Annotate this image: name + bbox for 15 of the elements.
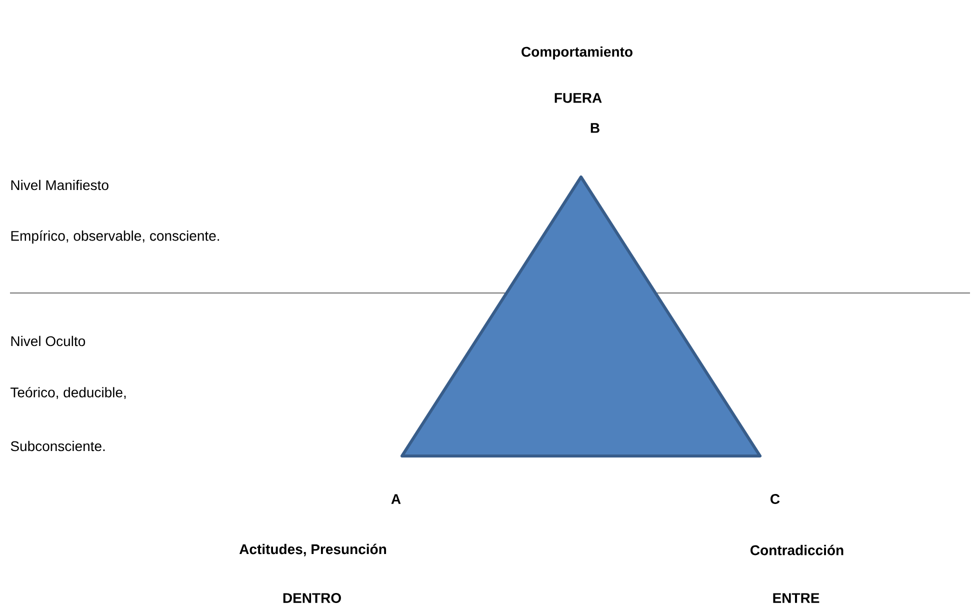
text-label: Subconsciente. [10,440,105,452]
text-label: DENTRO [283,593,341,603]
text-label: Empírico, observable, consciente. [11,230,219,244]
text-label: Comportamiento [522,46,632,60]
text-label: C [770,494,780,504]
text-label: B [590,123,600,133]
text-label: Teórico, deducible, [10,386,126,400]
text-label: Nivel Manifiesto [11,180,108,190]
text-label: ENTRE [773,593,820,603]
text-label: FUERA [554,93,602,103]
triangle [400,176,762,458]
text-label: Nivel Oculto [11,336,86,346]
text-label: A [391,494,401,504]
text-label: Contradicción [750,544,844,556]
text-label: Actitudes, Presunción [239,544,386,556]
